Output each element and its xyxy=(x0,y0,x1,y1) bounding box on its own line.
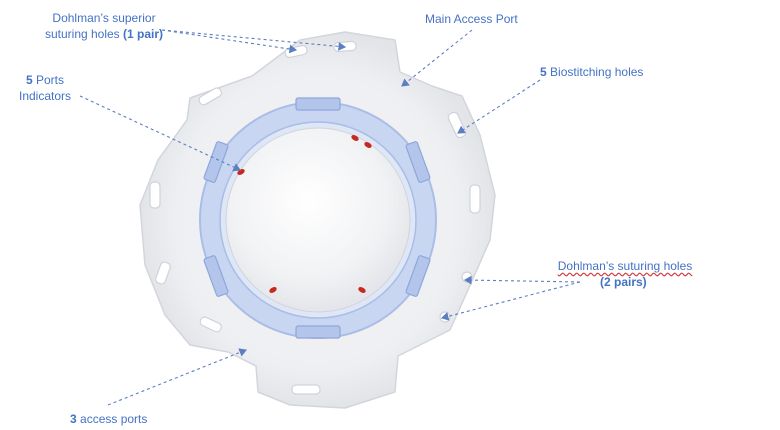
access-port-slot xyxy=(155,261,171,285)
ring-tab-right-upper xyxy=(405,141,431,183)
label-ports-indicators: 5 Ports Indicators xyxy=(18,73,72,103)
leader-lines xyxy=(79,29,581,406)
label-superior-holes-line1: Dohlman’s superior xyxy=(52,11,156,25)
leader-suturing-holes-1 xyxy=(463,275,581,285)
label-biostitching-holes: 5 Biostitching holes xyxy=(540,65,644,79)
leader-access-ports xyxy=(107,348,248,406)
label-superior-holes: Dohlman’s superior suturing holes (1 pai… xyxy=(30,10,178,42)
port-indicators xyxy=(237,135,372,293)
leader-biostitching-holes xyxy=(457,79,541,134)
central-dome xyxy=(225,127,411,313)
ring-tabs xyxy=(203,97,431,339)
ring-tab-left-lower xyxy=(203,255,229,297)
port-indicator xyxy=(269,287,277,293)
leader-ports-indicators xyxy=(79,95,241,172)
leader-superior-holes-2 xyxy=(161,29,347,51)
leader-superior-holes xyxy=(161,29,298,54)
biostitching-hole xyxy=(198,87,223,106)
biostitching-hole xyxy=(149,181,161,209)
access-port-slot xyxy=(199,316,222,333)
ring-tab-bottom xyxy=(295,325,341,339)
leader-main-access-port xyxy=(401,29,473,87)
label-superior-holes-line2: suturing holes (1 pair) xyxy=(44,27,164,41)
ring-tab-right-lower xyxy=(405,255,431,297)
port-indicator xyxy=(358,287,366,293)
biostitching-hole xyxy=(469,184,481,214)
port-indicator xyxy=(364,142,372,148)
ring-tab-left-upper xyxy=(203,141,229,183)
label-suturing-holes: Dohlman’s suturing holes (2 pairs) xyxy=(557,259,693,289)
label-main-access-port: Main Access Port xyxy=(425,12,518,26)
ring-tab-top xyxy=(295,97,341,111)
label-access-ports: 3 access ports xyxy=(70,412,148,426)
port-indicator xyxy=(351,135,359,141)
biostitching-hole xyxy=(291,384,321,395)
